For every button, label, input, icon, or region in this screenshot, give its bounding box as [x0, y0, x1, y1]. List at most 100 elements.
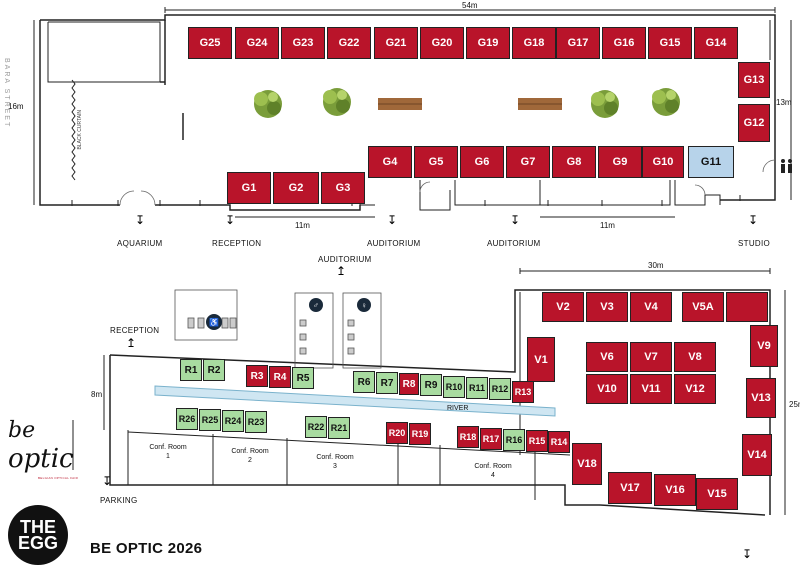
ground-floor-walls [39, 14, 776, 211]
svg-text:♿: ♿ [209, 317, 219, 327]
door-arcs [119, 159, 776, 206]
direction-auditorium-first: AUDITORIUM [318, 255, 372, 264]
ground-segment-left-dimension: 11m [295, 221, 310, 230]
booth-r3[interactable]: R3 [246, 365, 268, 387]
booth-v10[interactable]: V10 [586, 374, 628, 404]
booth-v3[interactable]: V3 [586, 292, 628, 322]
booth-g11[interactable]: G11 [688, 146, 734, 178]
tree-icon [652, 88, 680, 116]
trees [254, 88, 680, 118]
booth-g6[interactable]: G6 [460, 146, 504, 178]
booth-r16[interactable]: R16 [503, 429, 525, 451]
booth-r2[interactable]: R2 [203, 359, 225, 381]
booth-g12[interactable]: G12 [738, 104, 770, 142]
booth-v16[interactable]: V16 [654, 474, 696, 506]
svg-text:♂: ♂ [313, 301, 319, 310]
booth-r21[interactable]: R21 [328, 417, 350, 439]
booth-r14[interactable]: R14 [548, 431, 570, 453]
be-optic-tagline: BELGIAN OPTICAL FAIR [38, 476, 79, 480]
booth-r25[interactable]: R25 [199, 409, 221, 431]
booth-v11[interactable]: V11 [630, 374, 672, 404]
booth-v2[interactable]: V2 [542, 292, 584, 322]
arrow-down-icon: ↧ [510, 213, 521, 227]
booth-g25[interactable]: G25 [188, 27, 232, 59]
ground-dimension-lines [33, 7, 792, 218]
booth-r13[interactable]: R13 [512, 381, 534, 403]
booth-g22[interactable]: G22 [327, 27, 371, 59]
first-right-width-dimension: 25m [789, 400, 800, 409]
booth-r20[interactable]: R20 [386, 422, 408, 444]
booth-g17[interactable]: G17 [556, 27, 600, 59]
booth-g21[interactable]: G21 [374, 27, 418, 59]
the-egg-logo-the: THE [20, 517, 56, 537]
booth-r10[interactable]: R10 [443, 376, 465, 398]
the-egg-logo-egg: EGG [17, 533, 58, 553]
booth-g3[interactable]: G3 [321, 172, 365, 204]
booth-r12[interactable]: R12 [489, 378, 511, 400]
booth-r23[interactable]: R23 [245, 411, 267, 433]
booth-r6[interactable]: R6 [353, 371, 375, 393]
booth-v12[interactable]: V12 [674, 374, 716, 404]
arrow-up-icon: ↥ [126, 336, 137, 350]
booth-g20[interactable]: G20 [420, 27, 464, 59]
booth-v18[interactable]: V18 [572, 443, 602, 485]
booth-g15[interactable]: G15 [648, 27, 692, 59]
booth-r17[interactable]: R17 [480, 428, 502, 450]
booth-g18[interactable]: G18 [512, 27, 556, 59]
booth-r8[interactable]: R8 [399, 373, 419, 395]
booth-r11[interactable]: R11 [466, 377, 488, 399]
first-dimension-lines [103, 268, 786, 515]
booth-g8[interactable]: G8 [552, 146, 596, 178]
booth-g9[interactable]: G9 [598, 146, 642, 178]
river-label: RIVER [447, 405, 469, 412]
tree-icon [323, 88, 351, 116]
booth-v7[interactable]: V7 [630, 342, 672, 372]
booth-g5[interactable]: G5 [414, 146, 458, 178]
booth-r18[interactable]: R18 [457, 426, 479, 448]
river [154, 385, 556, 417]
tree-icon [591, 90, 619, 118]
booth-v5a[interactable]: V5A [682, 292, 724, 322]
booth-g4[interactable]: G4 [368, 146, 412, 178]
booth-r26[interactable]: R26 [176, 408, 198, 430]
direction-parking: PARKING [100, 496, 138, 505]
booth-v8[interactable]: V8 [674, 342, 716, 372]
booth-r5[interactable]: R5 [292, 367, 314, 389]
booth-v15[interactable]: V15 [696, 478, 738, 510]
first-left-width-dimension: 8m [91, 390, 103, 399]
booth-g1[interactable]: G1 [227, 172, 271, 204]
booth-v14[interactable]: V14 [742, 434, 772, 476]
booth-r19[interactable]: R19 [409, 423, 431, 445]
ground-length-dimension: 54m [462, 1, 478, 10]
booth-r9[interactable]: R9 [420, 374, 442, 396]
accessible-toilet-icon [206, 314, 222, 330]
street-label: BARA STREET [3, 58, 10, 129]
booth-v4[interactable]: V4 [630, 292, 672, 322]
booth-r4[interactable]: R4 [269, 366, 291, 388]
men-toilet-icon [309, 298, 323, 312]
booth-r7[interactable]: R7 [376, 372, 398, 394]
booth-v6[interactable]: V6 [586, 342, 628, 372]
booth-v9[interactable]: V9 [750, 325, 778, 367]
booth-g23[interactable]: G23 [281, 27, 325, 59]
booth-v1[interactable]: V1 [527, 337, 555, 382]
booth-g14[interactable]: G14 [694, 27, 738, 59]
booth-g7[interactable]: G7 [506, 146, 550, 178]
booth-g10[interactable]: G10 [642, 146, 684, 178]
booth-v13[interactable]: V13 [746, 378, 776, 418]
booth-g19[interactable]: G19 [466, 27, 510, 59]
booth-v5b[interactable] [726, 292, 768, 322]
booth-v17[interactable]: V17 [608, 472, 652, 504]
be-optic-logo-optic: optic [8, 444, 74, 474]
booth-g24[interactable]: G24 [235, 27, 279, 59]
booth-g16[interactable]: G16 [602, 27, 646, 59]
booth-r22[interactable]: R22 [305, 416, 327, 438]
booth-g13[interactable]: G13 [738, 62, 770, 98]
booth-r15[interactable]: R15 [526, 430, 548, 452]
tree-icon [254, 90, 282, 118]
booth-r24[interactable]: R24 [222, 410, 244, 432]
booth-g2[interactable]: G2 [273, 172, 319, 204]
booth-r1[interactable]: R1 [180, 359, 202, 381]
bench-icon [518, 98, 562, 110]
